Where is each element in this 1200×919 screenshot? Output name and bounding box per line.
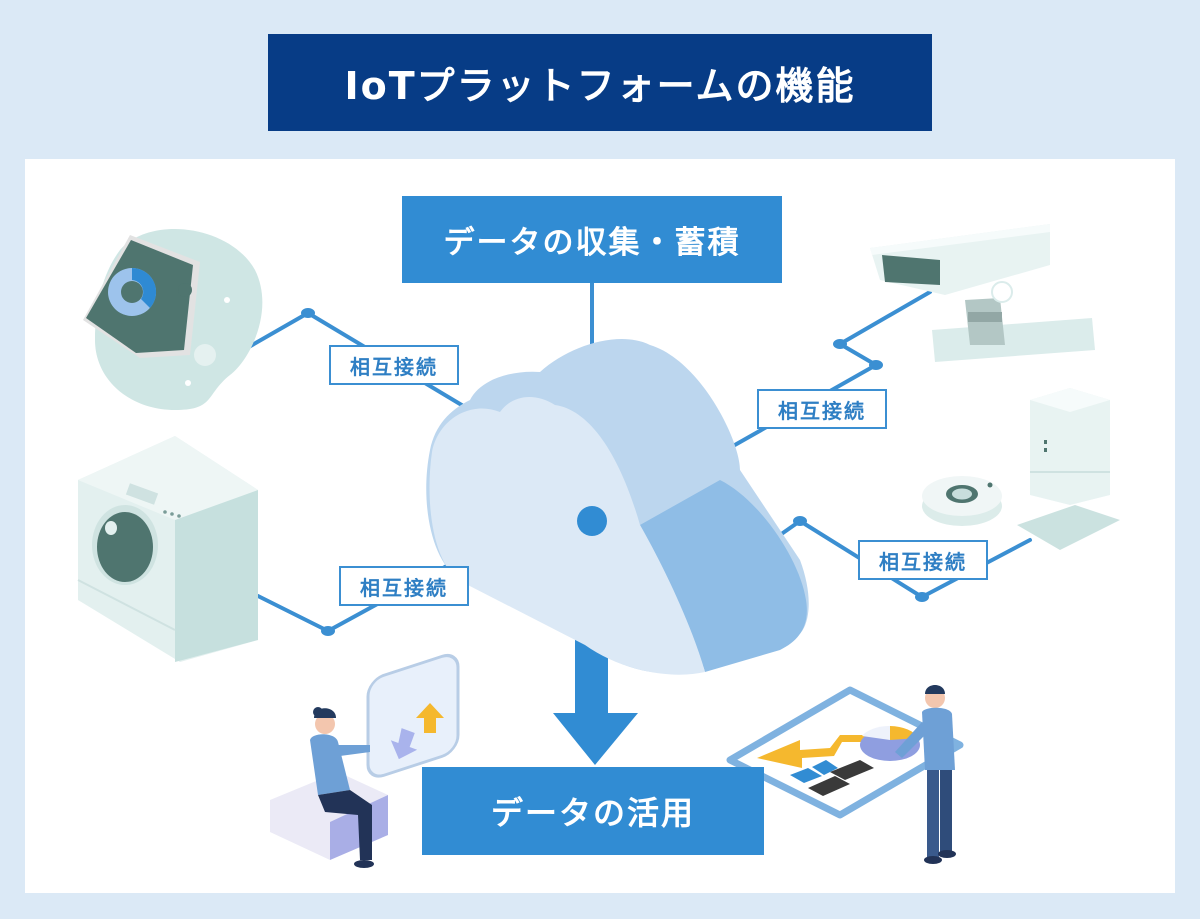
node-dot: [793, 516, 807, 526]
security-camera-icon: [870, 224, 1095, 362]
page-title: IoTプラットフォームの機能: [268, 34, 932, 131]
person-seated-icon: [270, 653, 460, 868]
node-dot: [833, 339, 847, 349]
data-use-box: データの活用: [422, 767, 764, 855]
smart-home-device-icon: [922, 388, 1120, 550]
connection-nodes: [301, 308, 929, 636]
smartwatch-icon: [83, 228, 263, 410]
node-dot: [915, 592, 929, 602]
node-dot: [301, 308, 315, 318]
person-standing-icon: [726, 685, 964, 864]
node-dot: [869, 360, 883, 370]
washing-machine-icon: [77, 436, 258, 662]
connection-label-camera: 相互接続: [757, 389, 887, 429]
connection-label-washer: 相互接続: [339, 566, 469, 606]
connection-label-watch: 相互接続: [329, 345, 459, 385]
data-collect-box: データの収集・蓄積: [402, 196, 782, 283]
cloud-icon: [426, 339, 809, 675]
connection-label-smart-home: 相互接続: [858, 540, 988, 580]
node-dot: [321, 626, 335, 636]
